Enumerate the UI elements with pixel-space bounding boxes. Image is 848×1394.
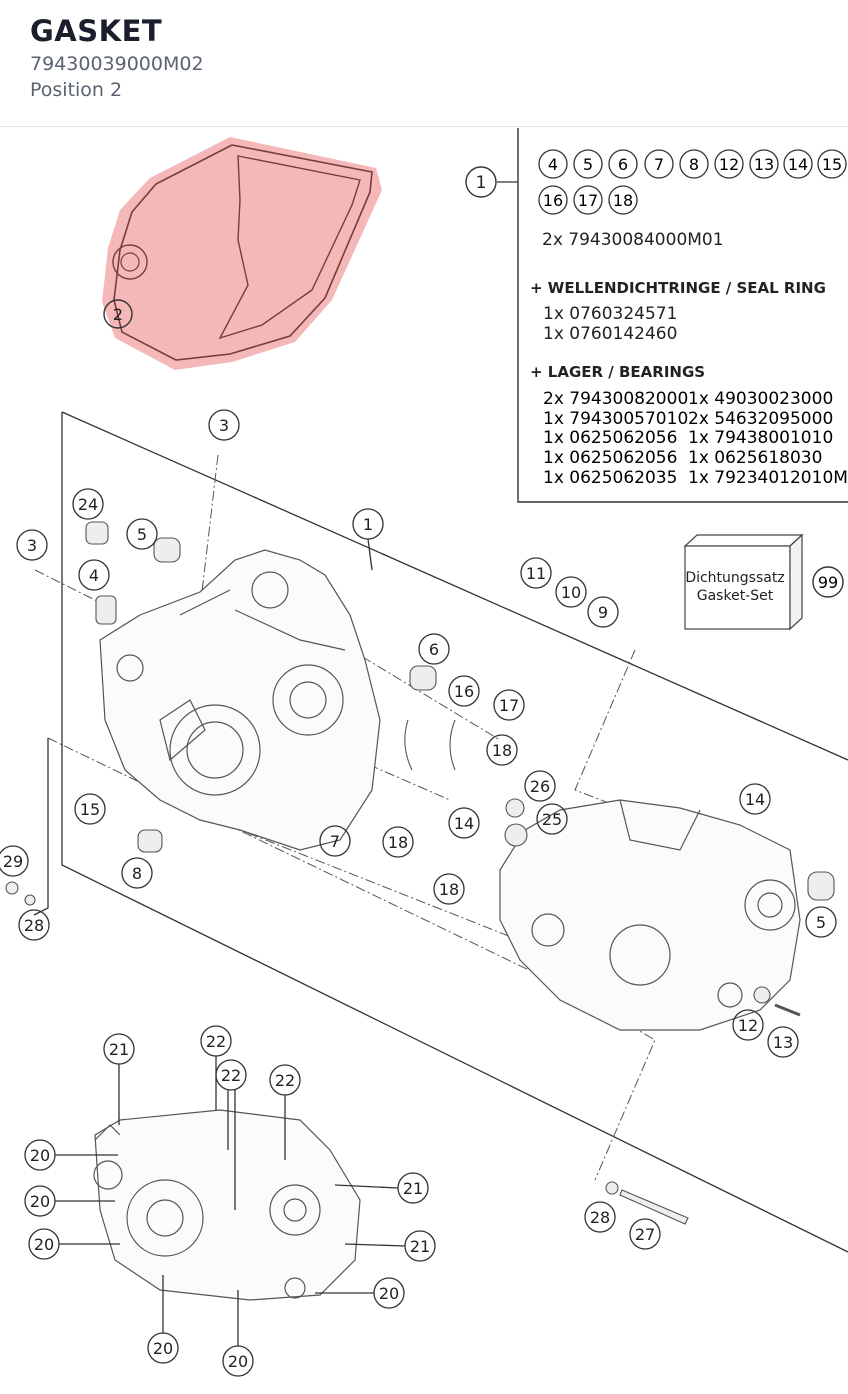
callout-99[interactable]: 99: [812, 566, 844, 598]
svg-text:12: 12: [738, 1016, 758, 1035]
legend-bearing-item: 1x 0625062056: [543, 448, 677, 468]
svg-text:28: 28: [24, 916, 44, 935]
svg-text:22: 22: [206, 1032, 226, 1051]
part-header: GASKET 79430039000M02 Position 2: [0, 0, 848, 127]
svg-text:18: 18: [439, 880, 459, 899]
svg-text:21: 21: [410, 1237, 430, 1256]
svg-text:1: 1: [476, 173, 487, 193]
svg-text:7: 7: [654, 155, 664, 174]
crankcase-bottom: [93, 1109, 361, 1301]
part-number: 79430039000M02: [30, 53, 204, 75]
legend-bearing-item: 1x 0625062056: [543, 428, 677, 448]
svg-text:15: 15: [80, 800, 100, 819]
svg-text:18: 18: [492, 741, 512, 760]
crankcase-left: [99, 549, 381, 851]
svg-text:14: 14: [745, 790, 765, 809]
svg-text:22: 22: [221, 1066, 241, 1085]
legend-bearing-item: 1x 0625618030: [688, 448, 822, 468]
svg-text:6: 6: [429, 640, 439, 659]
legend-bearing-item: 1x 0625062035: [543, 468, 677, 488]
svg-text:14: 14: [454, 814, 474, 833]
svg-text:15: 15: [822, 155, 842, 174]
legend-bearing-item: 1x 79234012010M0: [688, 468, 848, 488]
legend-seal-item: 1x 0760324571: [543, 304, 677, 324]
svg-text:Dichtungssatz: Dichtungssatz: [685, 570, 784, 586]
assembly-frame: [33, 411, 848, 1253]
callout-2[interactable]: 2: [103, 299, 133, 329]
svg-text:17: 17: [578, 191, 598, 210]
svg-text:3: 3: [219, 416, 229, 435]
svg-text:17: 17: [499, 696, 519, 715]
svg-text:9: 9: [598, 603, 608, 622]
svg-text:13: 13: [773, 1033, 793, 1052]
legend-ref-row2: 16 17 18: [538, 185, 638, 215]
legend-bearing-heading: + LAGER / BEARINGS: [530, 363, 705, 381]
svg-text:26: 26: [530, 777, 550, 796]
svg-text:14: 14: [788, 155, 808, 174]
svg-text:5: 5: [137, 525, 147, 544]
part-position: Position 2: [30, 79, 123, 101]
legend-bearing-item: 1x 49030023000: [688, 389, 833, 409]
svg-text:4: 4: [548, 155, 558, 174]
svg-text:13: 13: [754, 155, 774, 174]
svg-text:16: 16: [543, 191, 563, 210]
svg-text:18: 18: [613, 191, 633, 210]
svg-text:27: 27: [635, 1225, 655, 1244]
callout-labels: 3 3 1 24 5 4 6 16 17 18 15 8 7 18 14 29 …: [3, 416, 826, 1371]
legend-ref-row1: 4 5 6 7 8 12 13 14 15: [538, 149, 847, 179]
exploded-diagram: 2 1 4 5 6 7 8 12 13 14 15 16 17 18 2x 79…: [0, 127, 848, 1390]
svg-text:3: 3: [27, 536, 37, 555]
svg-text:16: 16: [454, 682, 474, 701]
svg-text:11: 11: [526, 564, 546, 583]
svg-text:22: 22: [275, 1071, 295, 1090]
svg-text:20: 20: [228, 1352, 248, 1371]
part-title: GASKET: [30, 14, 163, 48]
svg-text:12: 12: [719, 155, 739, 174]
svg-text:29: 29: [3, 852, 23, 871]
legend-main-part: 2x 79430084000M01: [542, 230, 724, 250]
svg-text:5: 5: [816, 913, 826, 932]
svg-text:20: 20: [153, 1339, 173, 1358]
svg-text:20: 20: [30, 1146, 50, 1165]
legend-bearing-item: 1x 79438001010: [688, 428, 833, 448]
svg-text:8: 8: [689, 155, 699, 174]
svg-text:10: 10: [561, 583, 581, 602]
legend-seal-heading: + WELLENDICHTRINGE / SEAL RING: [530, 279, 826, 297]
svg-text:20: 20: [379, 1284, 399, 1303]
diagram-svg: 2 1 4 5 6 7 8 12 13 14 15 16 17 18 2x 79…: [0, 128, 848, 1377]
crankcase-right: [499, 799, 801, 1031]
gasket-set-box[interactable]: Dichtungssatz Gasket-Set: [683, 533, 804, 631]
legend-bearing-item: 2x 54632095000: [688, 409, 833, 429]
svg-text:20: 20: [30, 1192, 50, 1211]
svg-text:6: 6: [618, 155, 628, 174]
svg-text:Gasket-Set: Gasket-Set: [697, 588, 774, 604]
svg-text:18: 18: [388, 833, 408, 852]
svg-text:8: 8: [132, 864, 142, 883]
svg-text:7: 7: [330, 832, 340, 851]
legend-bearing-item: 1x 79430057010: [543, 409, 688, 429]
svg-text:1: 1: [363, 515, 373, 534]
svg-text:21: 21: [403, 1179, 423, 1198]
svg-text:28: 28: [590, 1208, 610, 1227]
svg-text:99: 99: [818, 573, 838, 592]
legend-box: 1 4 5 6 7 8 12 13 14 15 16 17 18 2x 7943…: [465, 128, 848, 503]
svg-text:5: 5: [583, 155, 593, 174]
legend-bearing-item: 2x 79430082000: [543, 389, 688, 409]
svg-text:21: 21: [109, 1040, 129, 1059]
callouts: [0, 409, 837, 1377]
svg-text:24: 24: [78, 495, 98, 514]
svg-text:25: 25: [542, 810, 562, 829]
small-parts: [5, 521, 835, 1225]
svg-text:4: 4: [89, 566, 99, 585]
svg-text:20: 20: [34, 1235, 54, 1254]
legend-seal-item: 1x 0760142460: [543, 324, 677, 344]
highlighted-gasket[interactable]: [102, 137, 382, 370]
svg-text:2: 2: [113, 305, 123, 324]
